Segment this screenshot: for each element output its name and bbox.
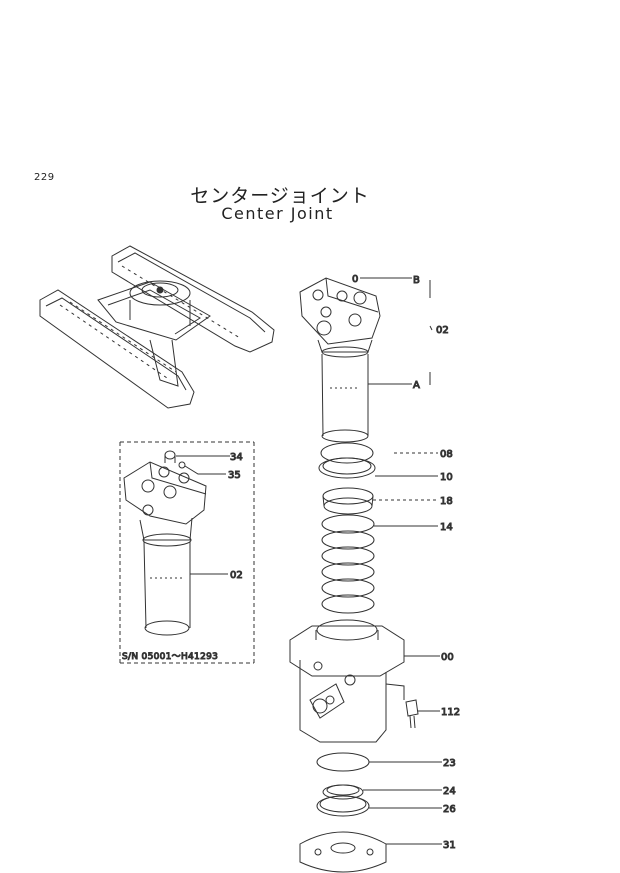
callout-10: 10 bbox=[440, 472, 453, 483]
callout-02: 02 bbox=[436, 325, 449, 336]
callout-b: B bbox=[413, 275, 420, 286]
callout-00: 00 bbox=[441, 652, 454, 663]
inset-center-joint bbox=[123, 450, 207, 636]
inset-frame bbox=[119, 441, 255, 664]
title-english: Center Joint bbox=[221, 204, 334, 223]
inset-callout-35: 35 bbox=[228, 470, 241, 481]
callout-a: A bbox=[413, 380, 420, 391]
inset-callout-34: 34 bbox=[230, 452, 243, 463]
inset-leader-lines bbox=[176, 455, 230, 575]
callout-23: 23 bbox=[443, 758, 456, 769]
callout-112: 112 bbox=[441, 707, 460, 718]
main-leader-lines bbox=[360, 277, 442, 845]
callout-31: 31 bbox=[443, 840, 456, 851]
inset-callout-02: 02 bbox=[230, 570, 243, 581]
page-number: 229 bbox=[34, 172, 55, 183]
undercarriage-overview bbox=[39, 245, 275, 409]
callout-14: 14 bbox=[440, 522, 453, 533]
callout-08: 08 bbox=[440, 449, 453, 460]
callout-zero-b: 0 bbox=[352, 274, 358, 285]
main-exploded-view bbox=[289, 277, 419, 873]
callout-24: 24 bbox=[443, 786, 456, 797]
inset-serial-range: S/N 05001～H41293 bbox=[122, 652, 218, 662]
title-japanese: センタージョイント bbox=[190, 185, 370, 207]
callout-18: 18 bbox=[440, 496, 453, 507]
callout-26: 26 bbox=[443, 804, 456, 815]
